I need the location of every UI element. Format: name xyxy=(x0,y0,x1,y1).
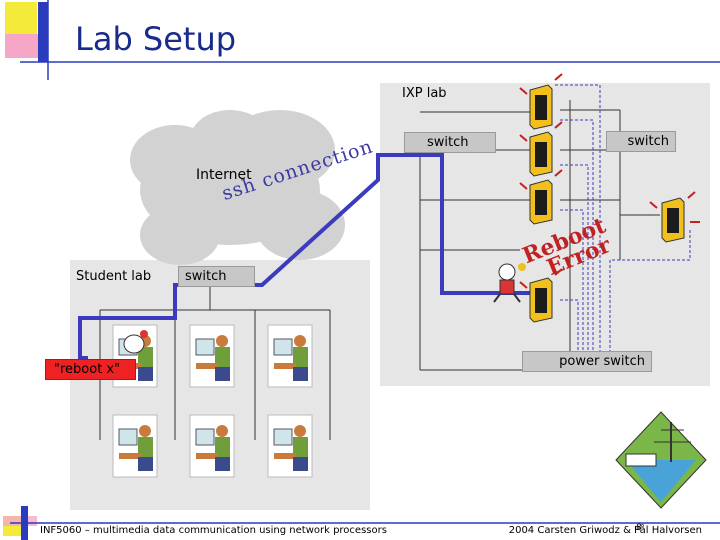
workstation-group xyxy=(112,324,313,478)
server-tower-icon xyxy=(529,131,553,177)
footer-course: INF5060 – multimedia data communication … xyxy=(40,525,387,536)
ixp-lab-label: IXP lab xyxy=(402,86,447,101)
deco-square-blue-top xyxy=(38,2,48,62)
cartoon-mascot-icon xyxy=(493,263,526,303)
power-station-icon xyxy=(615,411,707,509)
student-lab-label: Student lab xyxy=(76,269,152,284)
ixp-switch-left: switch xyxy=(404,132,496,153)
server-tower-icon xyxy=(529,277,553,323)
server-tower-icon xyxy=(529,84,553,130)
cartoon-mascot-icon xyxy=(123,330,148,354)
reboot-command-badge: "reboot x" xyxy=(45,359,136,380)
internet-label: Internet xyxy=(196,167,252,183)
internet-cloud xyxy=(130,110,345,265)
deco-square-pink xyxy=(5,34,43,58)
power-lines xyxy=(555,84,691,355)
footer-authors: 2004 Carsten Griwodz & Pål Halvorsen xyxy=(508,525,702,536)
deco-square-yellow xyxy=(5,2,37,34)
server-tower-icon xyxy=(661,197,685,243)
person-at-computer-icon xyxy=(267,324,313,388)
ssh-connection-line xyxy=(78,153,530,360)
server-tower-icon xyxy=(529,179,553,225)
page-number: 8 xyxy=(636,523,642,533)
deco-square-pink-b xyxy=(3,516,37,526)
ixp-switch-right: switch xyxy=(606,131,676,152)
person-at-computer-icon xyxy=(189,324,235,388)
server-group xyxy=(519,73,700,323)
person-at-computer-icon xyxy=(267,414,313,478)
person-at-computer-icon xyxy=(189,414,235,478)
slide-title: Lab Setup xyxy=(75,20,237,58)
power-switch-label: power switch xyxy=(522,351,652,372)
student-switch: switch xyxy=(178,266,255,287)
person-at-computer-icon xyxy=(112,414,158,478)
